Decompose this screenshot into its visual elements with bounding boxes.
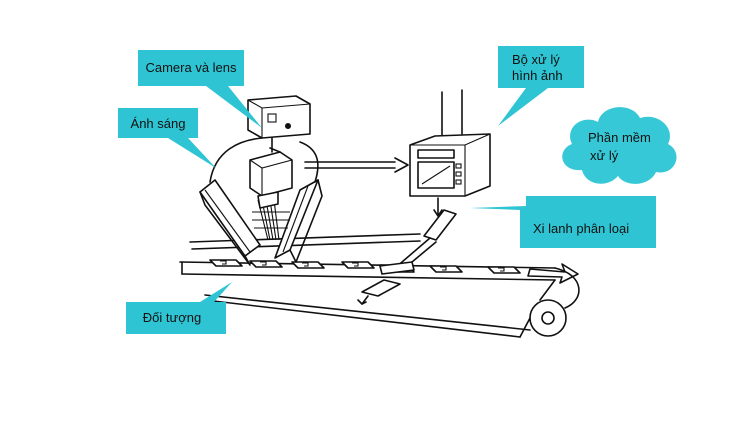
object-item <box>291 261 325 269</box>
callout-object-text: Đối tượng <box>143 310 201 325</box>
callout-camera: Camera và lens <box>138 50 262 128</box>
object-item <box>429 265 463 273</box>
signal-arrow <box>304 157 409 173</box>
sorting-cylinder-icon <box>379 209 457 275</box>
lighting-rig <box>199 137 323 266</box>
rejected-object <box>357 279 401 305</box>
callout-processor-text-2: hình ảnh <box>512 68 563 83</box>
software-cloud: Phần mềm xử lý <box>562 107 677 184</box>
callout-camera-text: Camera và lens <box>145 60 237 75</box>
callout-light-text: Ánh sáng <box>131 116 186 131</box>
callout-light: Ánh sáng <box>118 108 216 168</box>
image-processor-icon <box>409 89 491 217</box>
cloud-text-2: xử lý <box>590 148 619 163</box>
callout-processor: Bộ xử lý hình ảnh <box>498 46 584 126</box>
roller-icon <box>529 299 567 337</box>
camera-icon <box>249 147 293 209</box>
object-item <box>341 261 375 269</box>
cloud-text-1: Phần mềm <box>588 130 651 145</box>
callout-processor-text-1: Bộ xử lý <box>512 52 560 67</box>
callout-object: Đối tượng <box>126 282 232 334</box>
object-item <box>487 266 521 274</box>
callout-cylinder: Xi lanh phân loại <box>470 196 656 248</box>
object-item <box>209 259 243 267</box>
conveyor-belt <box>179 233 580 338</box>
callout-cylinder-text: Xi lanh phân loại <box>533 221 629 236</box>
object-item <box>249 260 283 268</box>
camera-controller-icon <box>247 95 311 153</box>
